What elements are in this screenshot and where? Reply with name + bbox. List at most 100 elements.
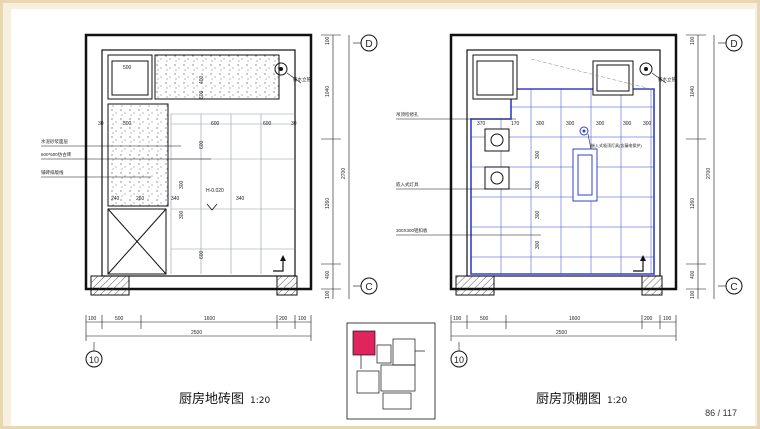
svg-text:100: 100 — [453, 316, 462, 322]
svg-text:1040: 1040 — [690, 86, 696, 97]
svg-text:300: 300 — [179, 180, 185, 189]
svg-text:300: 300 — [179, 210, 185, 219]
axis-label-d: D — [730, 39, 737, 50]
corner-marker-icon — [273, 259, 284, 272]
axis-label-c: C — [365, 282, 372, 293]
light-label: 嵌入式吸顶灯具(含漏电保护) — [591, 142, 642, 148]
floor-plan-outer-wall — [84, 33, 313, 291]
svg-text:300: 300 — [535, 240, 541, 249]
axis-label-d: D — [365, 39, 372, 50]
svg-text:500: 500 — [480, 316, 489, 322]
svg-text:340: 340 — [171, 196, 180, 202]
axis-label-10: 10 — [454, 355, 464, 365]
floor-plan-scale: 1:20 — [250, 396, 271, 406]
svg-text:500: 500 — [115, 316, 124, 322]
ceiling-plan — [396, 33, 726, 352]
ceiling-plan-inner-wall — [466, 49, 661, 277]
svg-text:100: 100 — [325, 290, 331, 299]
drain-label: 排水立管 — [658, 76, 676, 83]
key-plan-highlight — [353, 331, 375, 355]
svg-text:200: 200 — [644, 316, 653, 322]
svg-text:600: 600 — [199, 140, 205, 149]
axis-bubble-c — [725, 277, 743, 295]
drawing-canvas: D C 10 水泥砂浆面层 600*600仿古砖 铺砖排版线 H-0.020 排… — [41, 33, 743, 420]
svg-text:100: 100 — [88, 316, 97, 322]
axis-bubble-d — [725, 34, 743, 52]
right-inner-vertical-dims: 300 300 300 300 — [535, 150, 541, 249]
svg-text:100: 100 — [325, 36, 331, 45]
svg-text:600: 600 — [211, 121, 220, 127]
axis-label-10: 10 — [89, 355, 99, 365]
left-row2-dims: 240 260 340 340 — [111, 196, 245, 202]
axis-bubble-c — [360, 277, 378, 295]
stove-burner — [484, 166, 510, 190]
svg-text:1260: 1260 — [690, 198, 696, 209]
sink-block — [472, 54, 518, 100]
svg-text:300: 300 — [535, 150, 541, 159]
ceiling-plan-title: 厨房顶棚图 — [536, 392, 602, 407]
floor-grid — [170, 113, 295, 274]
left-inner-vertical-dims: 600 600 300 300 600 400 — [179, 75, 205, 259]
svg-text:400: 400 — [690, 270, 696, 279]
counter-top — [154, 54, 280, 100]
svg-text:1040: 1040 — [325, 86, 331, 97]
svg-text:30: 30 — [98, 121, 104, 127]
svg-text:300: 300 — [596, 121, 605, 127]
axis-bubble-10 — [85, 350, 103, 368]
note-1: 水泥砂浆面层 — [41, 138, 68, 145]
page-number: 86 / 117 — [705, 408, 737, 418]
svg-text:2700: 2700 — [341, 168, 347, 179]
svg-text:300: 300 — [623, 121, 632, 127]
drawing-slide: D C 10 水泥砂浆面层 600*600仿古砖 铺砖排版线 H-0.020 排… — [11, 9, 755, 426]
left-right-dims: 100 1040 2700 1260 400 100 — [325, 36, 347, 299]
axis-bubble-d — [360, 34, 378, 52]
wall-hatch — [641, 275, 663, 296]
sink-basin — [111, 60, 149, 96]
svg-text:170: 170 — [511, 121, 520, 127]
sink-block — [107, 54, 153, 100]
axis-label-c: C — [730, 282, 737, 293]
wall-hatch — [455, 275, 495, 296]
wall-hatch — [90, 275, 130, 296]
left-top-dims: 500 30 500 600 600 30 — [98, 65, 297, 127]
svg-text:600: 600 — [199, 90, 205, 99]
svg-text:340: 340 — [236, 196, 245, 202]
corner-marker-icon — [633, 259, 644, 272]
svg-text:400: 400 — [325, 270, 331, 279]
cabinet-diag — [107, 208, 167, 275]
svg-text:100: 100 — [298, 316, 307, 322]
svg-text:300: 300 — [566, 121, 575, 127]
note-1: 吊顶检修孔 — [396, 111, 419, 118]
svg-text:100: 100 — [690, 290, 696, 299]
svg-text:370: 370 — [477, 121, 486, 127]
svg-text:600: 600 — [199, 250, 205, 259]
stove-burner — [484, 128, 510, 152]
wall-hatch — [276, 275, 298, 296]
right-bottom-dims: 100 500 1600 200 100 2500 — [453, 316, 672, 336]
note-3: 铺砖排版线 — [41, 169, 64, 176]
ceiling-plan-outer-wall — [449, 33, 678, 291]
note-3: 300X300铝扣板 — [396, 227, 428, 234]
right-right-dims: 100 1040 2700 1260 400 100 — [690, 36, 712, 299]
left-bottom-dims: 100 500 1600 200 100 2500 — [88, 316, 307, 336]
svg-text:1600: 1600 — [569, 316, 580, 322]
drain-pipe-icon — [274, 62, 288, 76]
svg-text:500: 500 — [123, 65, 132, 71]
floor-plan — [41, 33, 361, 352]
svg-text:500: 500 — [123, 121, 132, 127]
svg-text:30: 30 — [291, 121, 297, 127]
svg-text:200: 200 — [279, 316, 288, 322]
floor-plan-inner-wall — [101, 49, 296, 277]
right-top-dims: 370 170 300 300 300 300 300 — [477, 121, 652, 127]
svg-text:100: 100 — [663, 316, 672, 322]
svg-text:2500: 2500 — [191, 330, 202, 336]
note-2: 嵌入式灯具 — [396, 181, 419, 188]
svg-text:240: 240 — [111, 196, 120, 202]
downlight-icon — [579, 126, 589, 136]
svg-text:400: 400 — [199, 75, 205, 84]
svg-text:100: 100 — [690, 36, 696, 45]
level-label: H-0.020 — [206, 188, 224, 194]
